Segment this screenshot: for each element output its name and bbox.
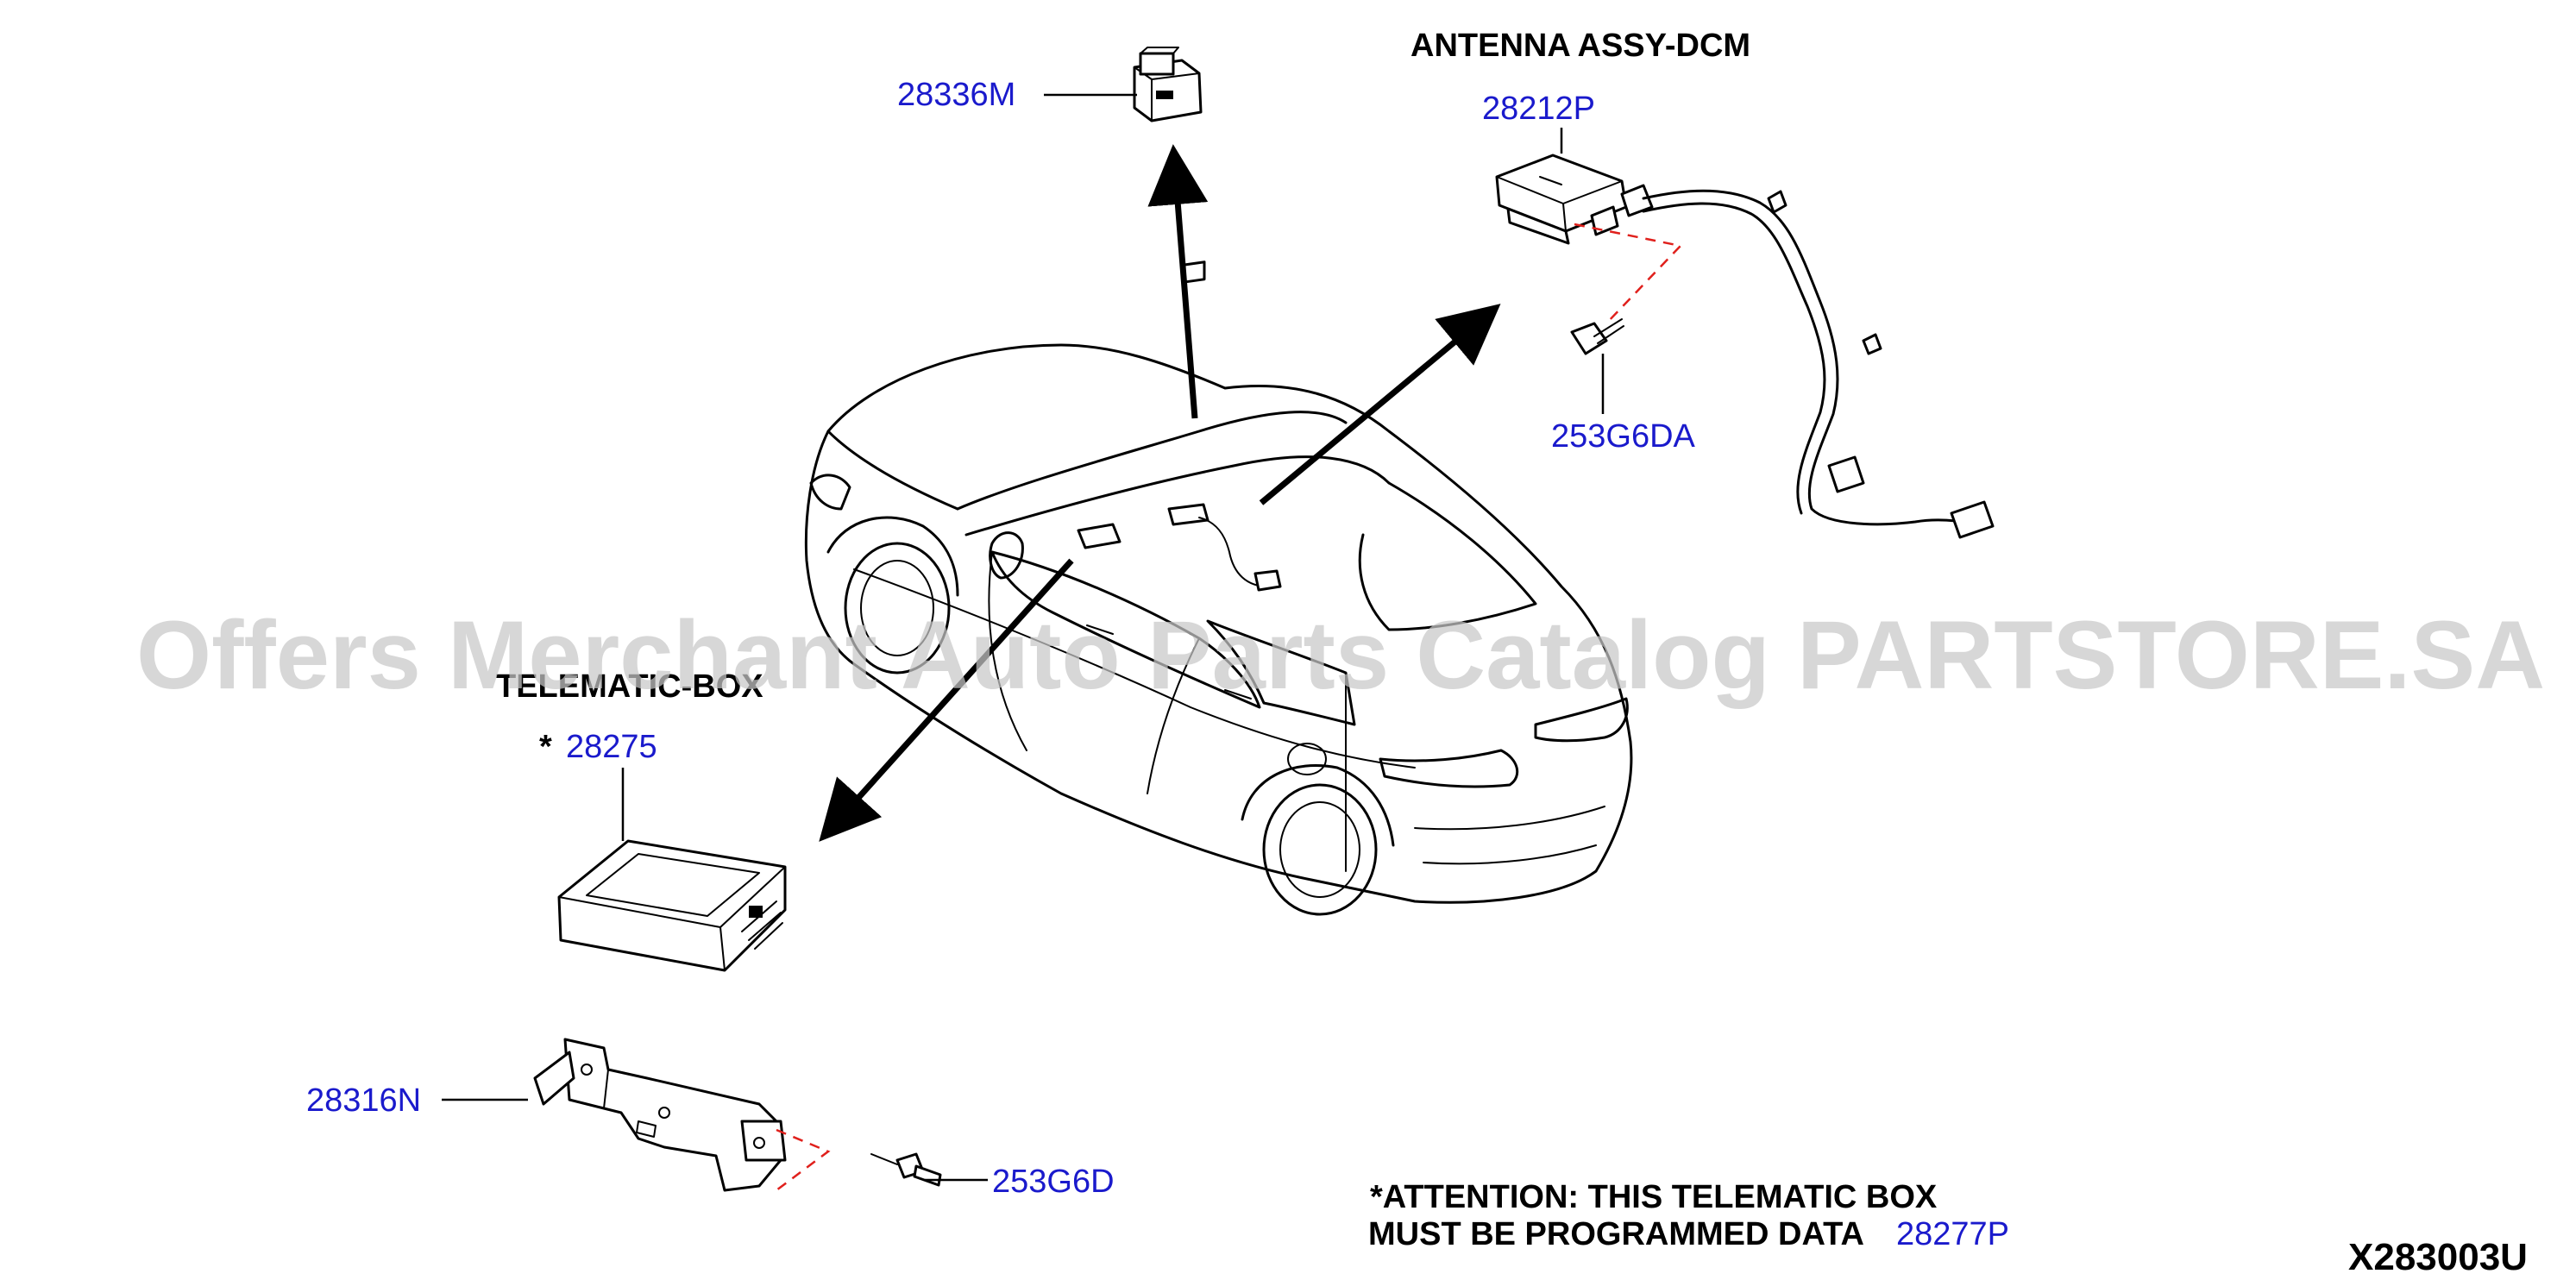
part-number-28275[interactable]: 28275 bbox=[566, 729, 657, 765]
vehicle-illustration bbox=[804, 260, 1633, 916]
part-number-28212P[interactable]: 28212P bbox=[1482, 91, 1595, 127]
title-telematic-box: TELEMATIC-BOX bbox=[496, 668, 763, 705]
title-antenna-assy: ANTENNA ASSY-DCM bbox=[1411, 28, 1750, 64]
attention-note-line1: *ATTENTION: THIS TELEMATIC BOX bbox=[1370, 1179, 1938, 1215]
pointer-arrows bbox=[819, 144, 1501, 842]
required-marker: * bbox=[539, 729, 552, 765]
part-number-253G6DA[interactable]: 253G6DA bbox=[1551, 418, 1696, 455]
bracket-28316N bbox=[442, 1038, 831, 1192]
part-number-28277P[interactable]: 28277P bbox=[1896, 1216, 2009, 1252]
bolt-253G6D bbox=[870, 1152, 988, 1187]
bolt-253G6DA bbox=[1570, 318, 1624, 414]
telematic-box-28275 bbox=[557, 768, 787, 972]
antenna-assy-28212P bbox=[1495, 128, 1995, 539]
part-number-28336M[interactable]: 28336M bbox=[897, 77, 1015, 113]
part-number-253G6D[interactable]: 253G6D bbox=[992, 1164, 1115, 1200]
switch-28336M bbox=[1044, 47, 1203, 122]
diagram-code: X283003U bbox=[2348, 1236, 2528, 1278]
attention-note-line2: MUST BE PROGRAMMED DATA bbox=[1368, 1216, 1864, 1252]
part-number-28316N[interactable]: 28316N bbox=[306, 1082, 421, 1119]
watermark: Offers Merchant Auto Parts Catalog PARTS… bbox=[136, 601, 2545, 709]
